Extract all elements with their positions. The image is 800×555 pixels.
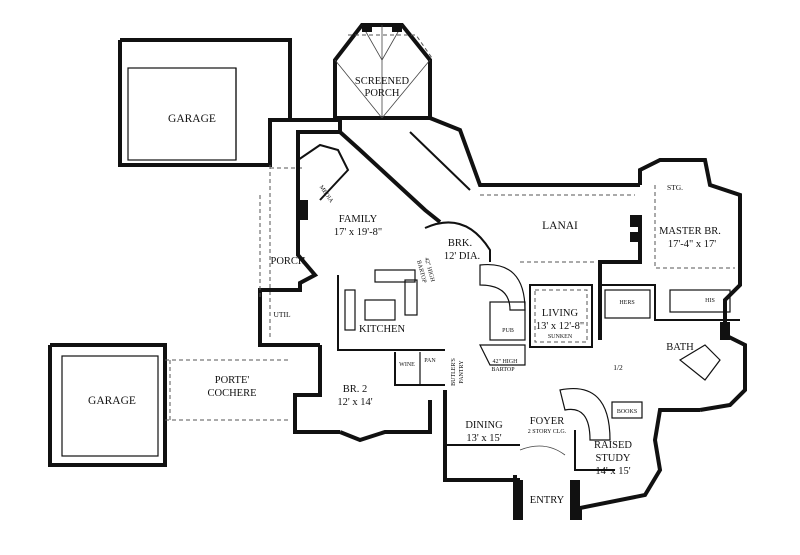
label-bartop-top-2: BARTOP <box>415 260 427 285</box>
interior-walls <box>169 143 740 520</box>
label-living-sunken: SUNKEN <box>548 334 573 340</box>
label-foyer-clg: 2 STORY CLG. <box>528 429 567 435</box>
label-garage-top: GARAGE <box>168 113 216 125</box>
screened-porch <box>333 23 433 120</box>
label-pantry: PANTRY <box>459 360 465 384</box>
label-pan: PAN <box>424 358 436 364</box>
label-living-size: 13' x 12'-8" <box>536 321 584 332</box>
label-foyer: FOYER <box>530 416 564 427</box>
label-garage-bottom: GARAGE <box>88 395 136 407</box>
label-study-2: STUDY <box>595 453 630 464</box>
label-screened: SCREENED <box>355 76 410 87</box>
label-util: UTIL <box>273 310 290 319</box>
label-butlers: BUTLER'S <box>451 358 457 386</box>
label-wine: WINE <box>399 362 415 368</box>
label-family: FAMILY <box>339 214 378 225</box>
label-books: BOOKS <box>617 409 637 415</box>
label-his: HIS <box>705 298 715 304</box>
garage-bottom <box>48 343 290 467</box>
label-bartop-bottom-1: 42" HIGH <box>493 359 519 365</box>
label-entry: ENTRY <box>530 495 565 506</box>
label-master-size: 17'-4" x 17' <box>668 239 716 250</box>
label-bartop-bottom-2: BARTOP <box>491 367 515 373</box>
label-stg: STG. <box>667 183 683 192</box>
label-cochere: COCHERE <box>207 388 256 399</box>
label-half-bath: 1/2 <box>613 363 623 372</box>
label-living: LIVING <box>542 308 579 319</box>
label-lanai: LANAI <box>542 220 578 232</box>
label-kitchen: KITCHEN <box>359 324 405 335</box>
label-family-size: 17' x 19'-8" <box>334 227 382 238</box>
label-brk: BRK. <box>448 238 472 249</box>
label-pub: PUB <box>502 328 514 334</box>
label-master: MASTER BR. <box>659 226 721 237</box>
label-bath: BATH <box>666 342 694 353</box>
label-brk-size: 12' DIA. <box>444 251 480 262</box>
label-br2: BR. 2 <box>343 384 368 395</box>
label-hers: HERS <box>619 300 634 306</box>
outer-walls <box>258 116 747 520</box>
label-dining: DINING <box>465 420 503 431</box>
label-br2-size: 12' x 14' <box>337 397 372 408</box>
label-screened-porch: PORCH <box>364 88 399 99</box>
room-labels: GARAGE SCREENED PORCH MEDIA FAMILY 17' x… <box>88 76 721 506</box>
label-dining-size: 13' x 15' <box>466 433 501 444</box>
label-porch: PORCH <box>270 256 305 267</box>
garage-top <box>118 38 305 340</box>
label-porte: PORTE' <box>215 375 250 386</box>
label-study-size: 14' x 15' <box>595 466 630 477</box>
label-study: RAISED <box>594 440 632 451</box>
